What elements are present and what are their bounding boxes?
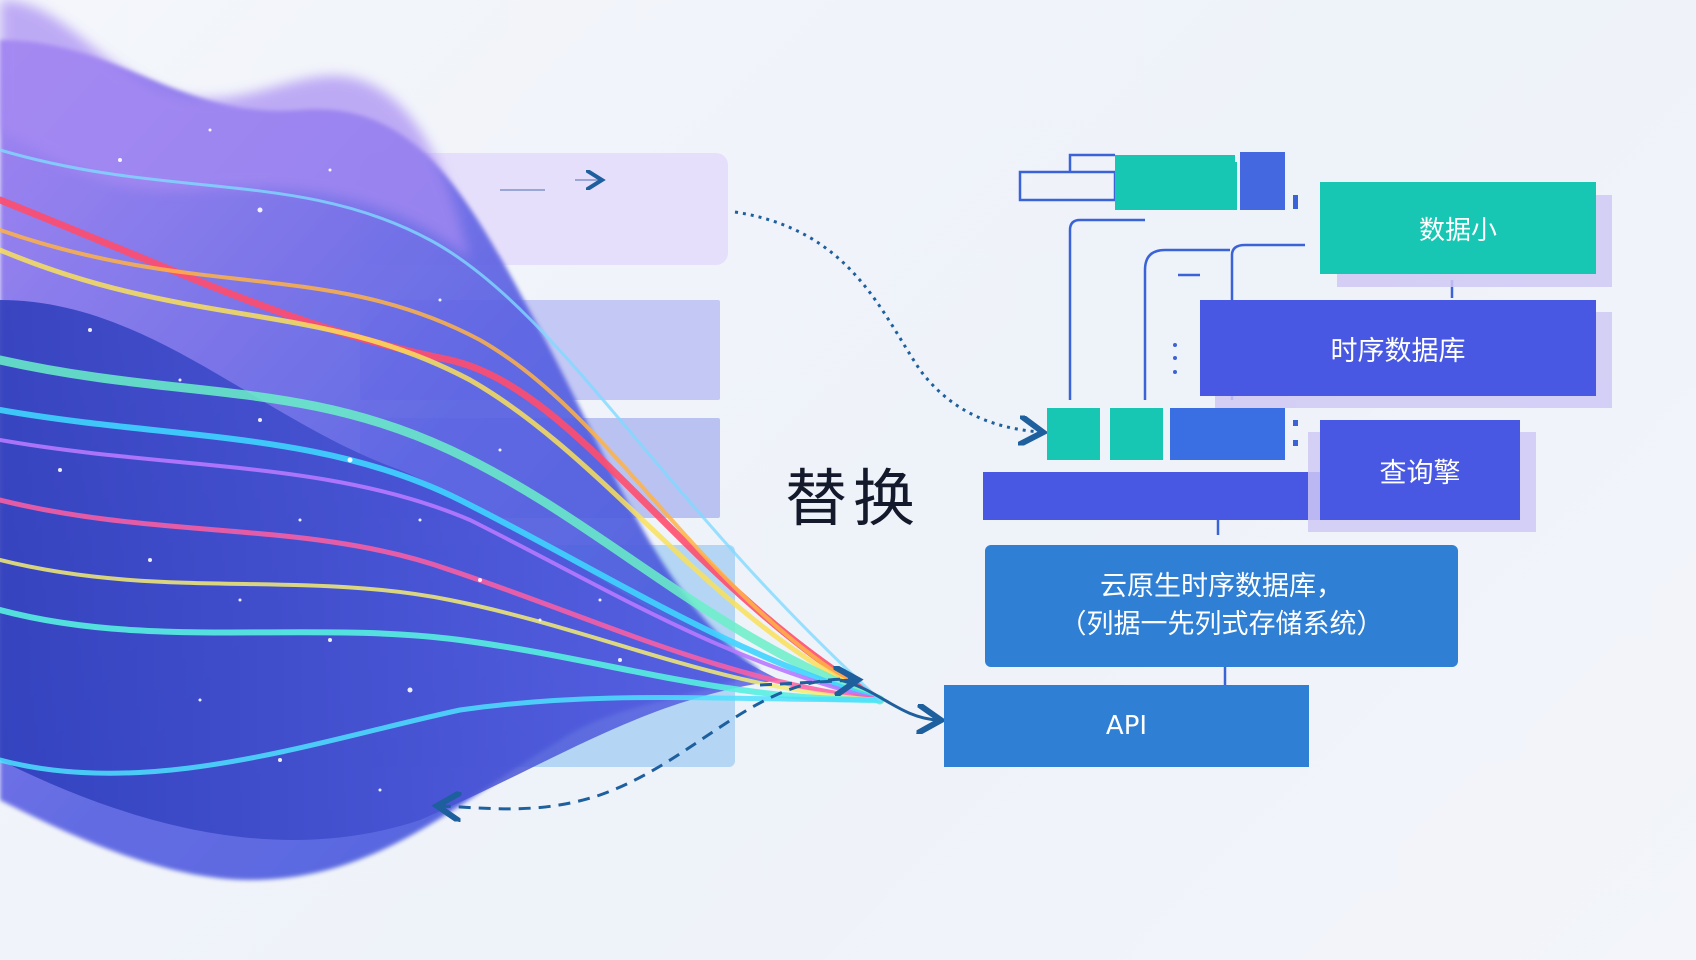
top-teal-block-2: [1195, 162, 1237, 210]
api-label: API: [1105, 711, 1148, 741]
mid-teal-block-2: [1110, 408, 1163, 460]
mid-blue-block: [1170, 408, 1285, 460]
cloud-tsdb-box: 云原生时序数据库， （列据一先列式存储系统）: [985, 545, 1458, 667]
query-engine-label: 查询擎: [1379, 457, 1461, 489]
base-bar: [983, 472, 1338, 520]
tsdb-label: 时序数据库: [1330, 335, 1466, 367]
tsdb-box: 时序数据库: [1200, 300, 1596, 396]
query-engine-box: 查询擎: [1320, 420, 1520, 520]
top-blue-block: [1240, 152, 1285, 210]
cloud-tsdb-line2: （列据一先列式存储系统）: [1059, 609, 1384, 640]
dotted-arrow: [734, 210, 1040, 432]
cloud-tsdb-line1: 云原生时序数据库，: [1100, 571, 1343, 602]
mid-teal-block-1: [1047, 408, 1100, 460]
replace-title: 替换: [785, 462, 922, 535]
data-center-label: 数据小: [1418, 215, 1497, 246]
dashed-arrow: [440, 677, 861, 809]
api-arrow: [839, 678, 938, 720]
api-box: API: [944, 685, 1309, 767]
data-center-box: 数据小: [1320, 182, 1596, 274]
